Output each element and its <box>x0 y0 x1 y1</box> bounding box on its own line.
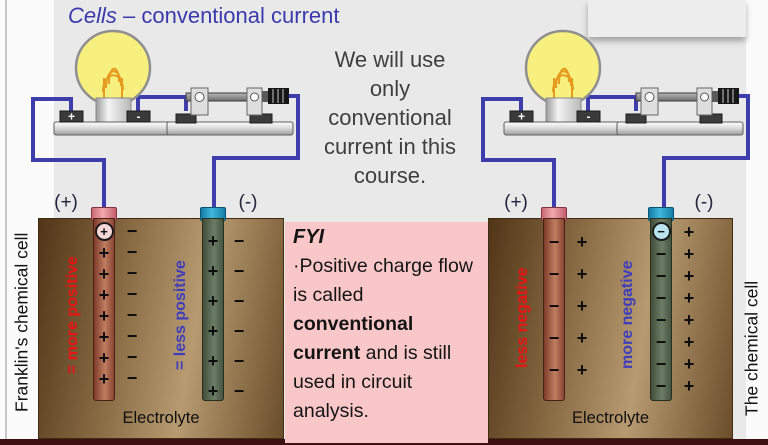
right-anode-solution-charges: +++++ <box>574 226 590 386</box>
right-anode-label: less negative <box>514 267 531 368</box>
right-cell-positive-electrode <box>543 218 565 401</box>
left-cell-negative-electrode <box>202 218 224 401</box>
right-cathode-label: more negative <box>619 260 636 370</box>
left-anode-charges: + +++++++ <box>93 221 115 390</box>
charge-list: −−−−− <box>548 232 560 380</box>
left-cell-name: Franklin's chemical cell <box>11 232 32 413</box>
instruction-line: We will use <box>334 47 446 72</box>
left-cathode-charges: ++++++ <box>202 226 224 406</box>
right-positive-terminal-label: (+) <box>504 192 528 213</box>
instruction-line: only <box>369 76 411 101</box>
fyi-body: ·Positive charge flow is called conventi… <box>293 252 480 426</box>
right-cell-name: The chemical cell <box>741 280 762 417</box>
right-cathode-charges: − −−−−−−− <box>650 221 672 397</box>
electrolyte-tank-right <box>488 218 733 439</box>
title-rest: – conventional current <box>116 3 340 28</box>
fyi-body-pre: ·Positive charge flow is called <box>293 255 473 306</box>
right-anode-charges: −−−−− <box>543 226 565 386</box>
left-electrolyte-label: Electrolyte <box>122 409 200 427</box>
right-negative-terminal-label: (-) <box>694 192 714 213</box>
page-title: Cells – conventional current <box>68 3 339 29</box>
charge-list: −−−−−−− <box>655 244 667 396</box>
left-anode-label: = more positive <box>64 256 81 374</box>
instruction-line: current in this <box>323 134 457 159</box>
right-cathode-solution-charges: ++++++++ <box>681 221 697 397</box>
left-negative-terminal-label: (-) <box>238 192 258 213</box>
left-positive-terminal-label: (+) <box>54 192 78 213</box>
circled-plus-icon: + <box>94 222 114 241</box>
title-word-cells: Cells <box>68 3 117 28</box>
instruction-line: conventional <box>328 105 452 130</box>
charge-list: +++++++ <box>98 243 110 389</box>
charge-list: −−−−−− <box>233 231 245 401</box>
fyi-body-post: and is still used in circuit analysis. <box>293 342 452 422</box>
charge-list: +++++ <box>576 232 588 380</box>
fyi-body-bold: conventional current <box>293 313 414 364</box>
left-cell-positive-electrode <box>93 218 115 401</box>
electrolyte-tank-left <box>38 218 284 439</box>
fyi-note: FYI ·Positive charge flow is called conv… <box>285 222 488 443</box>
left-cathode-label: = less positive <box>172 260 189 370</box>
left-edge-divider <box>5 0 7 445</box>
charge-list: ++++++ <box>207 231 219 401</box>
left-cathode-solution-charges: −−−−−− <box>231 226 247 406</box>
fyi-heading: FYI <box>293 226 325 248</box>
instruction-text: We will use only conventional current in… <box>290 45 490 190</box>
instruction-line: course. <box>353 163 427 188</box>
top-right-overlay-box <box>588 0 746 37</box>
charge-list: ++++++++ <box>683 222 695 396</box>
charge-list: −−−−−−−− <box>126 221 138 388</box>
left-anode-solution-charges: −−−−−−−− <box>124 221 140 389</box>
circled-minus-icon: − <box>651 222 671 241</box>
right-electrolyte-label: Electrolyte <box>571 409 650 427</box>
right-cell-negative-electrode <box>650 218 672 401</box>
